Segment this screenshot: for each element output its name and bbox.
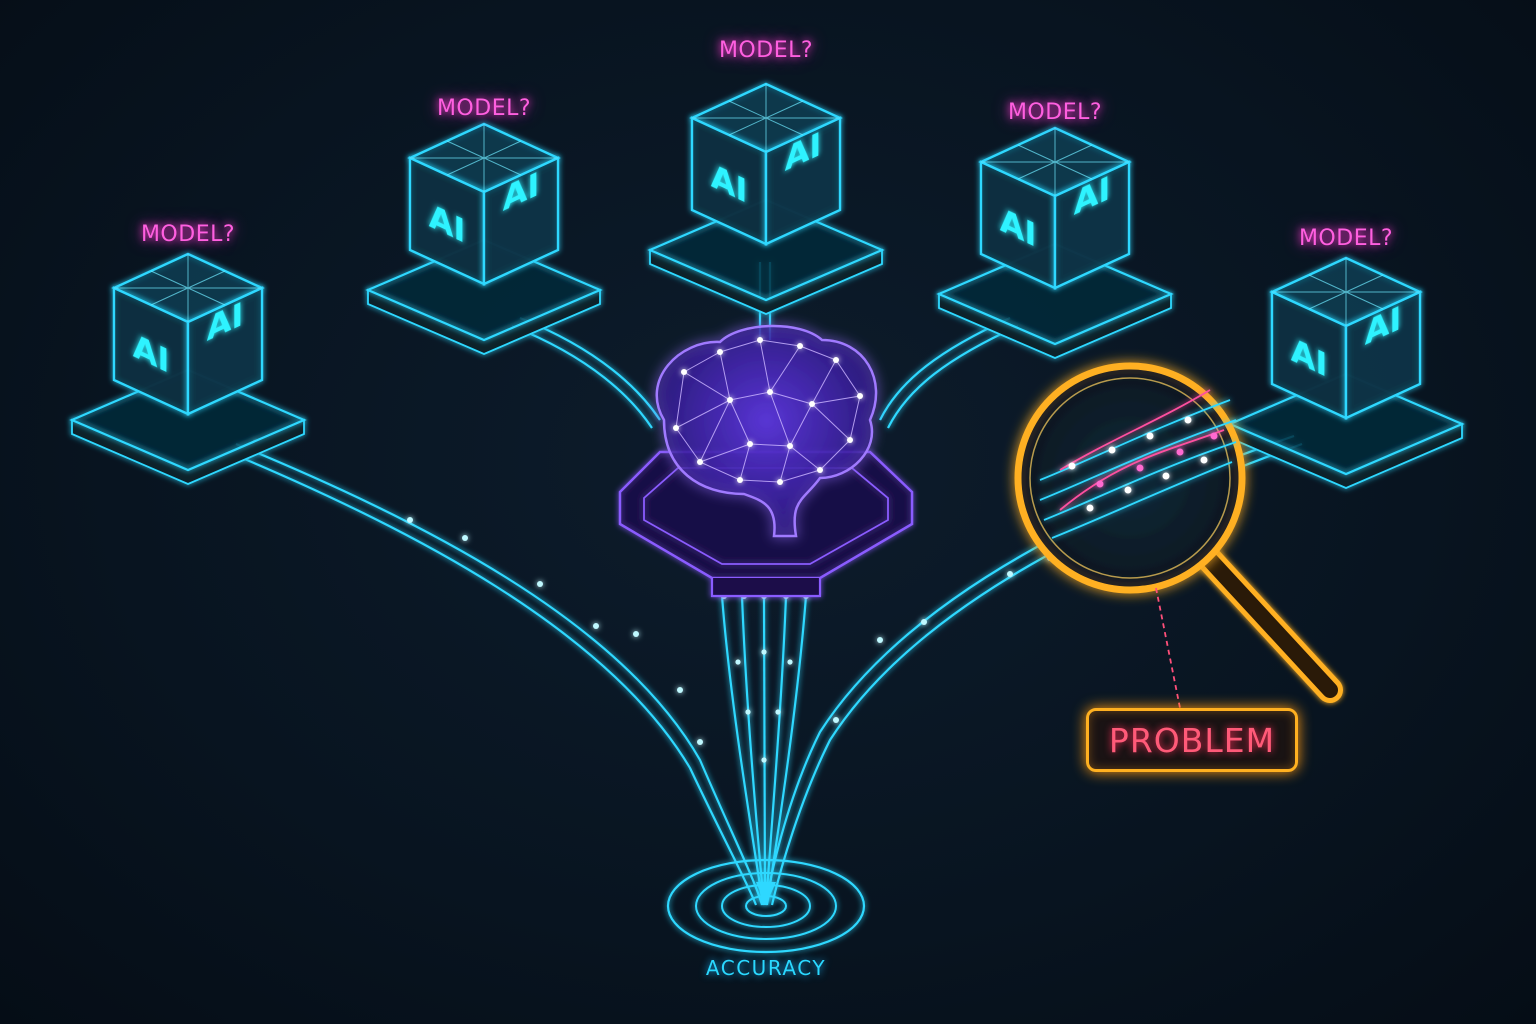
accuracy-label: ACCURACY bbox=[705, 956, 827, 980]
magnifying-glass-icon bbox=[1014, 362, 1343, 703]
model-label-3: MODEL? bbox=[718, 38, 814, 63]
strand-2 bbox=[740, 595, 766, 906]
model-label-2: MODEL? bbox=[436, 96, 532, 121]
strand-4 bbox=[764, 595, 788, 906]
lens-detail-lines bbox=[1039, 389, 1237, 539]
brain-pedestal bbox=[618, 450, 914, 598]
path-model-2 bbox=[519, 316, 661, 421]
brain-nodes bbox=[673, 337, 863, 485]
strand-1 bbox=[720, 595, 765, 906]
model-label-1: MODEL? bbox=[140, 222, 236, 247]
strand-5 bbox=[765, 595, 808, 906]
path-model-1b bbox=[227, 450, 758, 906]
target-icon bbox=[666, 858, 866, 954]
path-model-4 bbox=[879, 316, 1011, 421]
model-label-4: MODEL? bbox=[1007, 100, 1103, 125]
path-model-1 bbox=[235, 442, 764, 906]
problem-label: PROBLEM bbox=[1108, 720, 1276, 760]
strand-3 bbox=[762, 595, 767, 906]
callout-leader bbox=[1155, 587, 1181, 709]
brain-icon bbox=[655, 324, 878, 538]
problem-callout: PROBLEM bbox=[1086, 708, 1298, 772]
model-label-5: MODEL? bbox=[1298, 226, 1394, 251]
path-model-4b bbox=[887, 324, 1019, 429]
path-model-2b bbox=[511, 324, 653, 429]
